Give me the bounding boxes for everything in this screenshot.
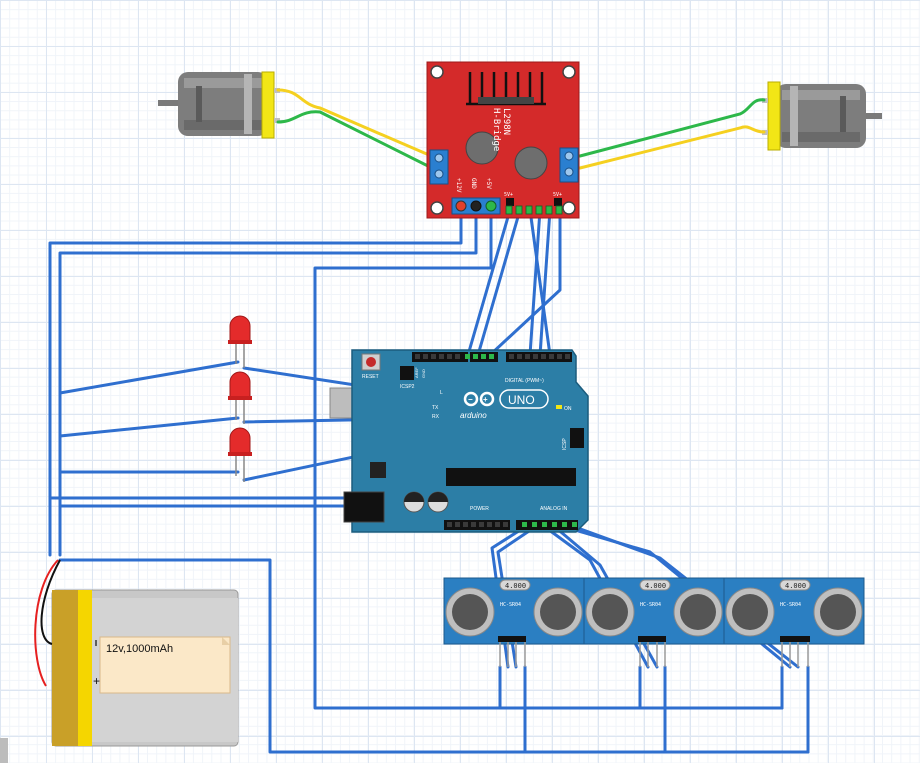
icsp2-label: ICSP2 (400, 384, 415, 390)
wire-ena (538, 208, 552, 357)
arduino-logo (463, 391, 495, 407)
led-red-3 (228, 427, 252, 482)
terminal-left (429, 149, 449, 185)
svg-text:−: − (468, 395, 473, 404)
power-label: POWER (470, 506, 489, 512)
pin-5v-b-label: 5V+ (553, 192, 562, 198)
analog-label: ANALOG IN (540, 506, 568, 512)
pin-gnd-label: GND (470, 178, 477, 189)
wire-right-yellow (578, 125, 766, 170)
wire-left-green (276, 110, 438, 172)
pin-12v-label: +12V (455, 178, 462, 193)
wire-right-green (578, 98, 766, 158)
logic-header (505, 205, 563, 215)
terminal-right (559, 147, 579, 183)
svg-text:+: + (483, 395, 488, 404)
on-label: ON (564, 406, 572, 412)
reset-label: RESET (362, 374, 379, 380)
battery: 12v,1000mAh + (34, 559, 239, 747)
wire-enb (488, 208, 562, 357)
motor-left (158, 71, 280, 139)
uno-label: UNO (508, 393, 535, 407)
wire-5v-rail (313, 205, 784, 710)
led-red-2 (228, 371, 252, 424)
led-red-1 (228, 315, 252, 368)
wire-left-yellow (276, 88, 438, 160)
wire-led2-bus (58, 416, 240, 438)
arduino-uno: RESET ICSP2 AREF GND DIGITAL (PWM~) − + … (329, 349, 589, 533)
l-label: L (440, 390, 443, 396)
battery-label-box (99, 636, 231, 694)
battery-plus: + (93, 674, 100, 688)
driver-title: L298N (501, 108, 511, 135)
gnd-label: GND (421, 369, 426, 378)
pin-5v-a-label: 5V+ (504, 192, 513, 198)
l298n-driver: L298N H-Bridge +12V GND +5V 5V+ 5V+ (426, 61, 580, 219)
wire-sensor-vcc (58, 558, 810, 754)
wire-in3 (528, 208, 552, 357)
wire-in2 (476, 208, 522, 357)
motor-wires (276, 88, 766, 172)
rx-label: RX (432, 414, 440, 420)
wire-led1-bus (58, 360, 240, 395)
motor-right (762, 81, 882, 151)
battery-label: 12v,1000mAh (106, 643, 173, 655)
driver-subtitle: H-Bridge (491, 108, 501, 151)
icsp-label: ICSP (562, 438, 568, 450)
wire-gnd-bus (58, 205, 478, 557)
wire-in1 (466, 208, 512, 357)
sensor-2-model: HC-SR04 (640, 602, 661, 608)
sensor-1-model: HC-SR04 (500, 602, 521, 608)
terminal-12v (455, 200, 467, 212)
pin-5v-label: +5V (485, 178, 492, 189)
sensor-3-model: HC-SR04 (780, 602, 801, 608)
sensor-2-crystal: 4.000 (645, 582, 666, 590)
corner-tab (0, 738, 8, 763)
ultrasonic-sensor-1: 4.000 HC-SR04 (443, 577, 585, 667)
brand-label: arduino (460, 411, 487, 420)
terminal-gnd (470, 200, 482, 212)
ultrasonic-sensor-2: 4.000 HC-SR04 (583, 577, 725, 667)
battery-lead-red (34, 559, 59, 687)
aref-label: AREF (414, 367, 419, 378)
battery-lead-black (40, 559, 61, 645)
sensor-1-crystal: 4.000 (505, 582, 526, 590)
tx-label: TX (432, 405, 439, 411)
sensor-3-crystal: 4.000 (785, 582, 806, 590)
wire-12v-bus (48, 205, 463, 557)
wire-in4 (528, 208, 542, 357)
ultrasonic-sensor-3: 4.000 HC-SR04 (723, 577, 865, 667)
barrel-jack (343, 491, 385, 523)
digital-label: DIGITAL (PWM~) (505, 378, 544, 384)
terminal-5v (485, 200, 497, 212)
